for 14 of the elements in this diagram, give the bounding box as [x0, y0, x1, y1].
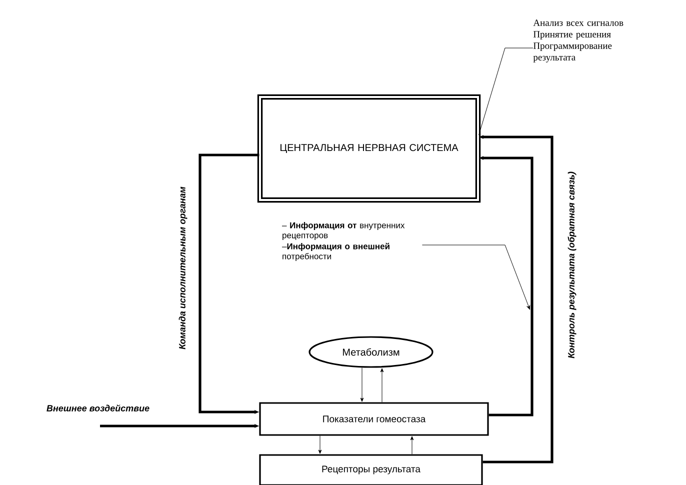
arrow [410, 436, 414, 454]
arrow [318, 436, 322, 454]
leader-line [422, 244, 530, 310]
info-text: – Информация от внутренних рецепторов –Информация о внешней потребности [282, 222, 405, 261]
edge-label: Внешнее воздействие [46, 404, 150, 412]
arrow [360, 368, 364, 402]
edge-label: Команда исполнительным органам [178, 186, 188, 350]
leader-line [478, 48, 534, 136]
callout-text: Анализ всех сигналов Принятие решения Программирование результата [533, 20, 624, 62]
process-box: Показатели гомеостаза [259, 402, 489, 436]
arrow [380, 368, 384, 402]
edge-label: Контроль результата (обратная связь) [568, 172, 576, 358]
system-box: ЦЕНТРАЛЬНАЯ НЕРВНАЯ СИСТЕМА [257, 94, 481, 203]
process-box: Рецепторы результата [259, 454, 483, 485]
